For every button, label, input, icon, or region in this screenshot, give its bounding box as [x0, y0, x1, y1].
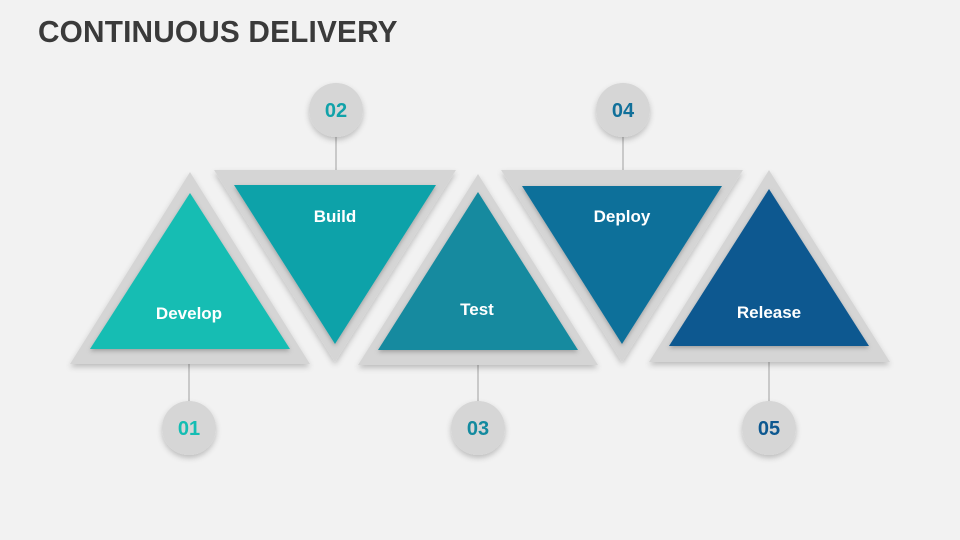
step-number: 05 — [758, 418, 780, 440]
triangle-fill — [669, 189, 869, 346]
step-label: Build — [314, 207, 357, 226]
triangle-fill — [234, 185, 436, 344]
step-number: 03 — [467, 418, 489, 440]
step-release: Release 05 — [649, 170, 890, 455]
step-number-badge — [162, 401, 216, 455]
step-number-badge — [596, 83, 650, 137]
step-number: 02 — [325, 100, 347, 122]
triangle-fill — [378, 192, 578, 350]
step-label: Develop — [156, 304, 222, 323]
triangle-fill — [90, 193, 290, 349]
step-deploy: Deploy 04 — [501, 83, 743, 362]
step-label: Release — [737, 303, 801, 322]
step-build: Build 02 — [214, 83, 456, 362]
step-number-badge — [742, 401, 796, 455]
step-number-badge — [451, 401, 505, 455]
triangle-fill — [522, 186, 722, 344]
step-number: 04 — [612, 100, 635, 122]
step-label: Test — [460, 300, 494, 319]
step-number: 01 — [178, 418, 200, 440]
step-develop: Develop 01 — [70, 172, 310, 455]
step-number-badge — [309, 83, 363, 137]
step-label: Deploy — [594, 207, 651, 226]
page-title: CONTINUOUS DELIVERY — [38, 14, 398, 49]
step-test: Test 03 — [358, 174, 598, 455]
